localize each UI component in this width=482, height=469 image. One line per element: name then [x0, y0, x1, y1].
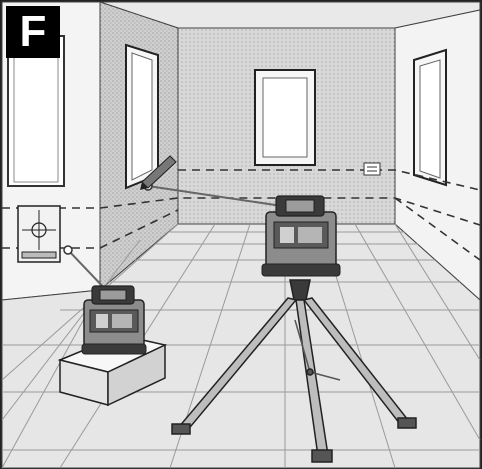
- door: [8, 36, 64, 186]
- switch-plate-icon: [364, 163, 380, 175]
- figure-label-badge: F: [6, 6, 60, 58]
- target-plate-icon: [18, 206, 60, 262]
